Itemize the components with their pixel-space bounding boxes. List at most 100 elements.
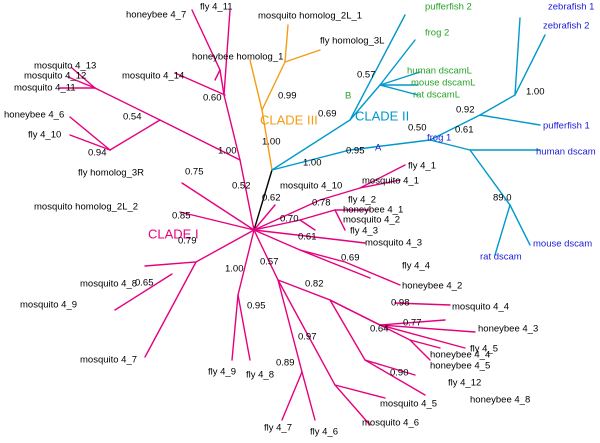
clade1-edge xyxy=(364,359,416,376)
leaf-label: zebrafish 2 xyxy=(543,21,589,32)
support-value: 1.00 xyxy=(262,137,281,148)
leaf-label: mosquito 4_2 xyxy=(343,215,400,226)
clade1-edge xyxy=(71,67,96,89)
leaf-label: honeybee 4_2 xyxy=(402,281,462,292)
leaf-label: honeybee 4_3 xyxy=(478,324,538,335)
support-value: 1.00 xyxy=(218,146,237,157)
support-value: 0.69 xyxy=(341,253,360,264)
leaf-label: fly 4_4 xyxy=(402,261,430,272)
clade2-edge xyxy=(429,34,546,141)
clade1-edge xyxy=(69,134,111,151)
leaf-label: mosquito 4_8 xyxy=(80,279,137,290)
leaf-label: human dscam xyxy=(536,147,596,158)
leaf-label: mosquito 4_13 xyxy=(34,61,96,72)
clade1-edge xyxy=(253,229,303,421)
support-value: 1.00 xyxy=(225,264,244,275)
support-value: 0.57 xyxy=(260,257,279,268)
support-value: 0.78 xyxy=(312,198,331,209)
clade-1-leaves: fly 4_11 honeybee 4_7 mosquito 4_13 mosq… xyxy=(4,2,538,438)
clade1-edge xyxy=(179,211,255,231)
support-value: 0.82 xyxy=(305,279,324,290)
clade1-edge xyxy=(299,219,316,231)
support-value: 0.57 xyxy=(357,70,376,81)
subclade-a-label: A xyxy=(375,143,382,154)
clade1-edge xyxy=(253,229,366,244)
clade-1-label: CLADE I xyxy=(148,226,199,241)
clade1-edge xyxy=(253,179,401,231)
leaf-label: fly 4_2 xyxy=(348,195,376,206)
leaf-label: mosquito 4_7 xyxy=(80,355,137,366)
support-value: 89.0 xyxy=(493,193,512,204)
leaf-label: fly 4_3 xyxy=(350,226,378,237)
leaf-label: honeybee homolog_1 xyxy=(192,52,283,63)
clade-2-leaves: pufferfish 2 frog 2 human dscamL mouse d… xyxy=(407,2,596,263)
support-value: 1.00 xyxy=(526,87,545,98)
leaf-label: frog 2 xyxy=(425,28,449,39)
clade1-edge xyxy=(359,164,406,189)
leaf-label: fly 4_1 xyxy=(408,161,436,172)
clade-1-branches xyxy=(59,9,476,426)
clade2-edge xyxy=(514,17,521,96)
support-value: 0.90 xyxy=(390,368,409,379)
leaf-label: rat dscamL xyxy=(413,90,460,101)
leaf-label: mosquito 4_3 xyxy=(365,238,422,249)
clade1-edge xyxy=(114,273,173,311)
clade2-edge xyxy=(429,139,471,151)
leaf-label: mosquito 4_4 xyxy=(452,302,509,313)
root-edge xyxy=(253,169,273,231)
leaf-label: mosquito 4_10 xyxy=(280,181,342,192)
clade-2-label: CLADE II xyxy=(355,108,409,123)
clade1-edge xyxy=(379,324,476,333)
support-values: 0.60 0.54 0.94 1.00 0.75 0.52 0.85 0.79 … xyxy=(88,70,545,379)
support-value: 0.85 xyxy=(172,211,191,222)
clade-3-leaves: mosquito homolog_2L_1 honeybee homolog_1… xyxy=(192,11,384,63)
clade1-edge xyxy=(239,159,255,231)
clade1-edge xyxy=(277,279,371,426)
support-value: 0.95 xyxy=(346,146,365,157)
support-value: 0.95 xyxy=(247,301,266,312)
clade1-edge xyxy=(253,204,276,231)
clade1-edge xyxy=(174,72,226,96)
leaf-label: pufferfish 1 xyxy=(543,121,590,132)
support-value: 0.99 xyxy=(278,91,297,102)
support-value: 0.77 xyxy=(403,318,422,329)
leaf-label: fly 4_12 xyxy=(448,378,481,389)
clade1-edge xyxy=(334,209,346,231)
support-value: 0.65 xyxy=(135,278,154,289)
clade-3-branches xyxy=(249,24,321,171)
leaf-label: zebrafish 1 xyxy=(548,2,594,13)
support-value: 1.00 xyxy=(303,158,322,169)
clade1-edge xyxy=(253,209,371,231)
clade2-edge xyxy=(479,114,541,126)
clade-2-branches xyxy=(271,14,546,256)
support-value: 0.54 xyxy=(123,112,142,123)
clade2-edge xyxy=(379,84,419,96)
leaf-label: fly 4_7 xyxy=(264,423,292,434)
leaf-label: honeybee 4_6 xyxy=(4,110,64,121)
support-value: 0.64 xyxy=(370,324,389,335)
support-value: 0.98 xyxy=(391,298,410,309)
clade1-edge xyxy=(301,371,316,421)
leaf-label: mouse dscam xyxy=(533,239,592,250)
clade1-edge xyxy=(69,116,111,151)
leaf-label: honeybee 4_7 xyxy=(126,10,186,21)
clade1-edge xyxy=(223,9,241,161)
support-value: 0.69 xyxy=(318,109,337,120)
leaf-label: fly 4_6 xyxy=(310,427,338,438)
leaf-label: mosquito homolog_2L_1 xyxy=(258,11,362,22)
support-value: 0.89 xyxy=(276,358,295,369)
clade1-edge xyxy=(409,339,431,361)
clade1-edge xyxy=(109,119,161,151)
clade2-edge xyxy=(509,204,531,246)
clade1-edge xyxy=(379,319,446,326)
clade1-edge xyxy=(214,69,221,81)
clade1-edge xyxy=(181,182,255,231)
leaf-label: mosquito 4_6 xyxy=(362,418,419,429)
leaf-label: fly 4_9 xyxy=(208,367,236,378)
leaf-label: mosquito homolog_2L_2 xyxy=(34,202,138,213)
support-value: 0.79 xyxy=(178,236,197,247)
leaf-label: fly 4_11 xyxy=(200,2,233,13)
support-value: 0.94 xyxy=(88,148,107,159)
leaf-label: fly 4_10 xyxy=(28,130,61,141)
support-value: 0.61 xyxy=(298,232,317,243)
